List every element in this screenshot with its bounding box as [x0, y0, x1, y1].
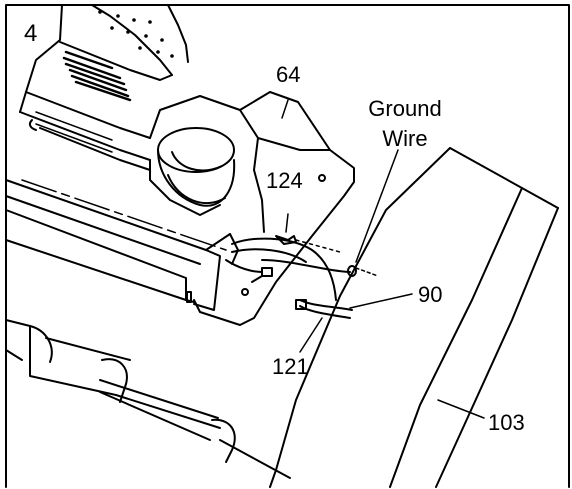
wire-90: [295, 299, 353, 319]
deck-roller: [5, 319, 291, 479]
side-rail: [5, 179, 239, 311]
callout-121: 121: [272, 354, 309, 379]
frame-103: [269, 147, 559, 488]
motor-hood: [19, 4, 189, 171]
plate-64: [193, 91, 355, 326]
callout-64: 64: [276, 62, 301, 87]
hood-dots: [98, 10, 174, 58]
callout-90: 90: [418, 282, 443, 307]
callout-ground-wire-line2: Wire: [382, 126, 428, 151]
callout-103: 103: [488, 410, 525, 435]
callout-ground-wire-line1: Ground: [368, 96, 442, 121]
upright-base: [149, 95, 259, 216]
step-number: 4: [24, 20, 38, 47]
leader-lines: [281, 99, 485, 419]
frame-border: [5, 4, 570, 488]
callout-124: 124: [266, 168, 303, 193]
wire-harness-left: [225, 237, 337, 301]
ground-wire: [261, 235, 379, 277]
hood-vent-hatching: [62, 50, 132, 102]
